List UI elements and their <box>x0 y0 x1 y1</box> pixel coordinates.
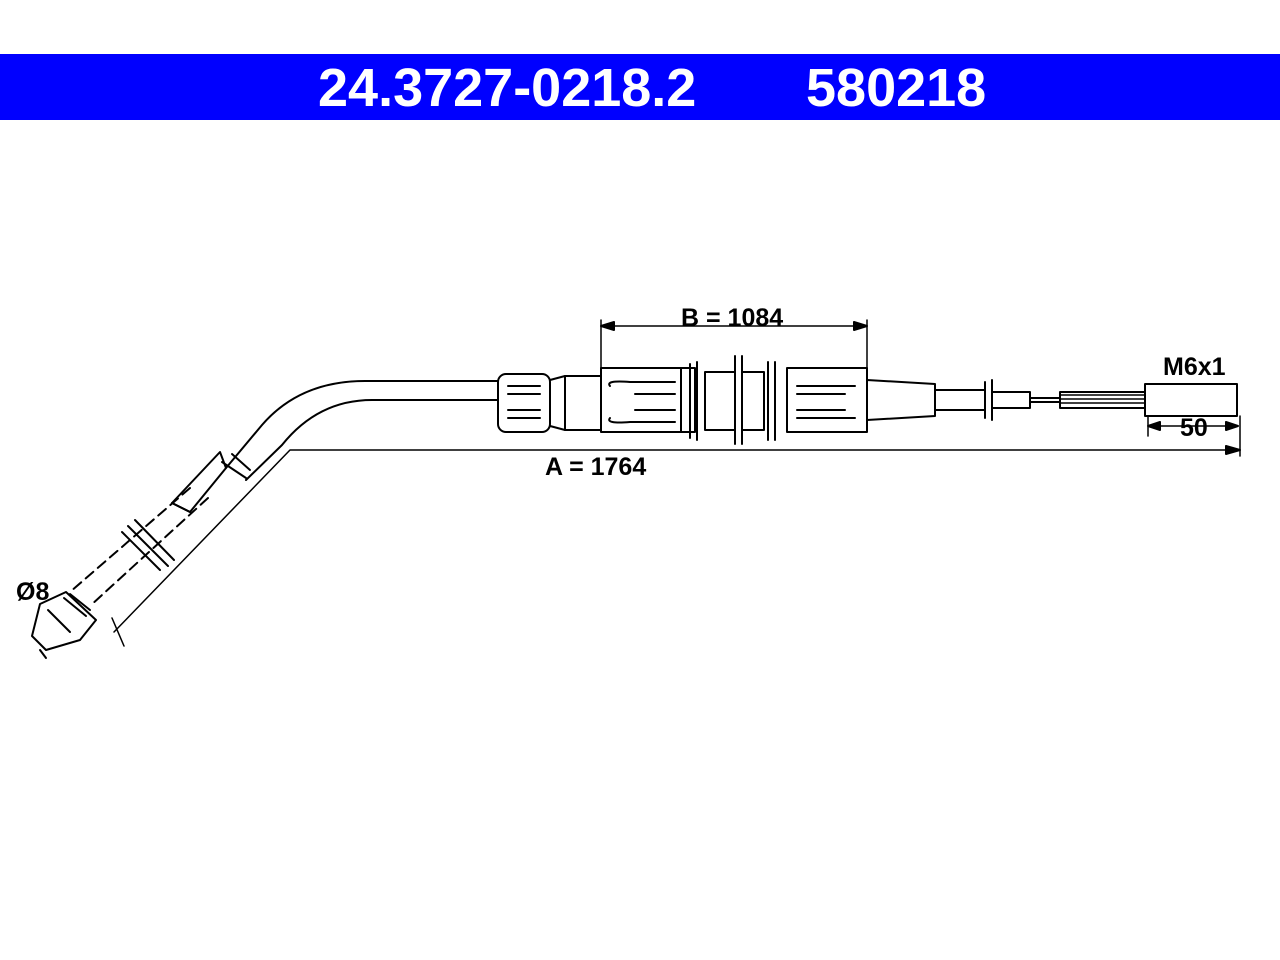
adjuster-right <box>786 367 868 433</box>
end-fitting-left <box>31 591 97 651</box>
title-banner: 24.3727-0218.2 580218 <box>0 54 1280 120</box>
dimension-a-line <box>113 449 1241 633</box>
part-number: 24.3727-0218.2 <box>318 58 697 118</box>
end-fitting-right <box>1144 383 1238 417</box>
cable-sheath <box>225 380 499 469</box>
angled-collar <box>127 519 175 567</box>
inner-wire-dashed <box>69 487 209 607</box>
angled-ferrule <box>171 451 227 513</box>
cable-taper <box>866 379 936 421</box>
ferrule-left <box>497 373 551 433</box>
article-number: 580218 <box>806 58 987 118</box>
thread-length-label: 50 <box>1180 414 1208 442</box>
dimension-b-line <box>600 319 868 369</box>
diameter-label: Ø8 <box>16 578 49 606</box>
thread-label: M6x1 <box>1163 353 1226 381</box>
dimension-b-label: B = 1084 <box>681 304 783 332</box>
adjuster-center <box>704 371 736 431</box>
dimension-a-label: A = 1764 <box>545 453 646 481</box>
cable-sheath-inner <box>245 399 499 481</box>
